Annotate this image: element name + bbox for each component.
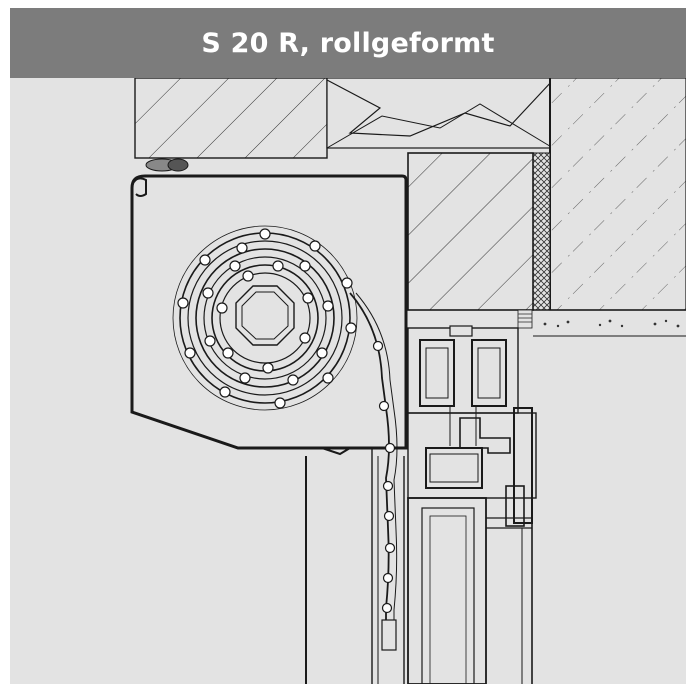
title-bar: S 20 R, rollgeformt (10, 8, 686, 78)
section-drawing (130, 77, 686, 684)
insulation-band (326, 77, 554, 149)
box-top-seal (145, 158, 189, 172)
plaster-line (533, 309, 686, 337)
page-title: S 20 R, rollgeformt (201, 27, 495, 59)
shutter-curtain (349, 292, 398, 651)
frame-seal (517, 309, 533, 329)
wall-section (549, 77, 686, 311)
frame-head-block (407, 152, 534, 311)
window-frame-icon (407, 325, 537, 684)
shutter-roll-icon (172, 225, 358, 411)
seal-strip (532, 152, 551, 311)
lintel-block (134, 77, 328, 159)
technical-drawing-frame: S 20 R, rollgeformt (10, 8, 686, 684)
